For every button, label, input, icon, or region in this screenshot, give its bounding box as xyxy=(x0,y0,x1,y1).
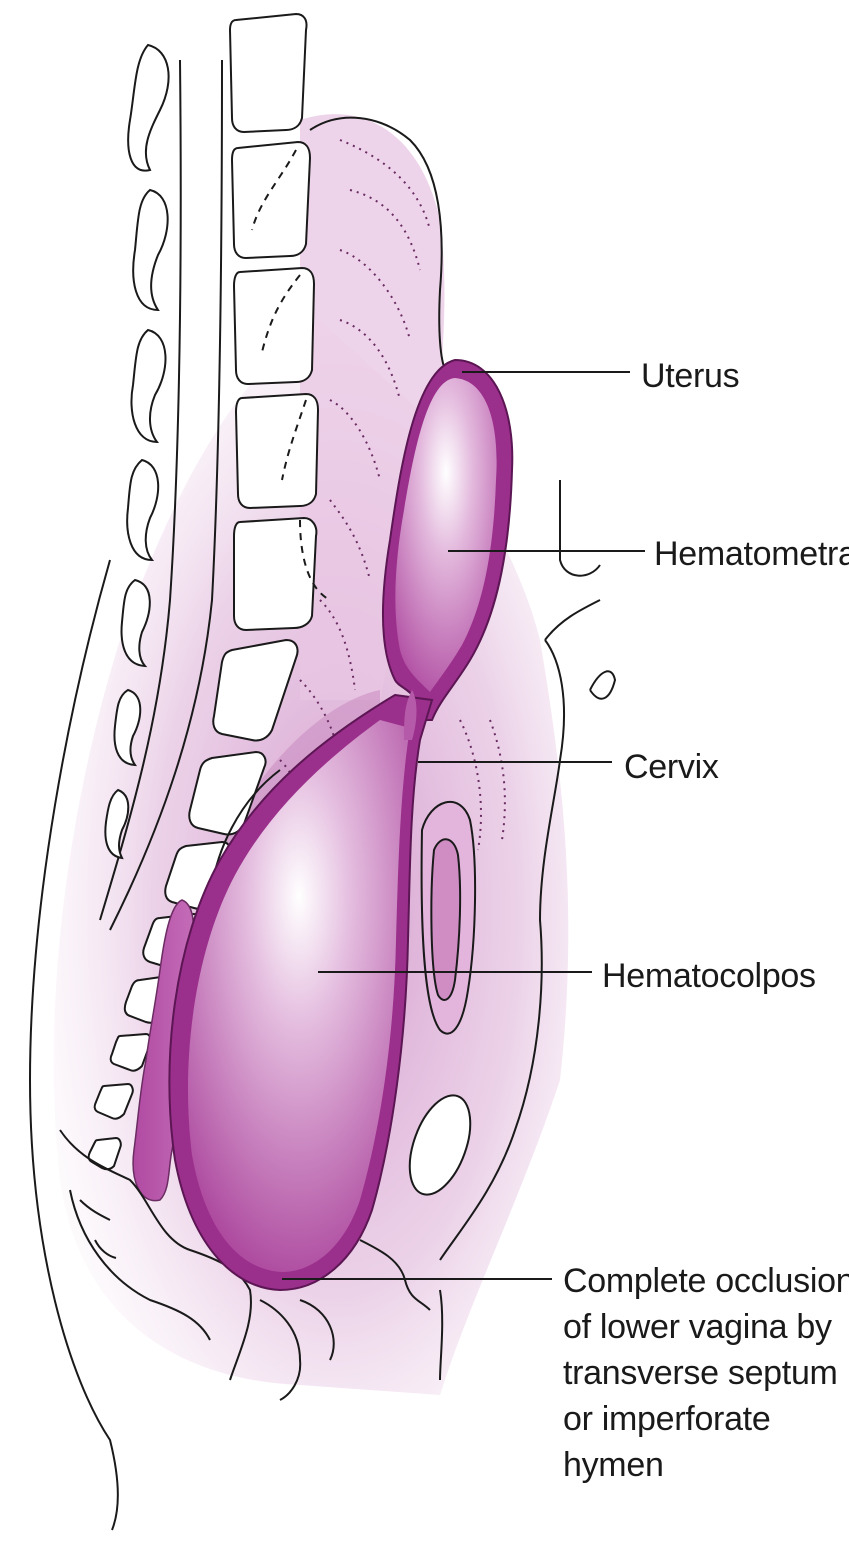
label-cervix: Cervix xyxy=(624,744,719,790)
label-hematometra: Hematometra xyxy=(654,531,849,577)
label-uterus-text: Uterus xyxy=(641,353,739,399)
label-occlusion-line-3: transverse septum xyxy=(563,1350,849,1396)
label-occlusion-line-4: or imperforate xyxy=(563,1396,849,1442)
label-occlusion: Complete occlusion of lower vagina by tr… xyxy=(563,1258,849,1488)
label-occlusion-line-1: Complete occlusion xyxy=(563,1258,849,1304)
label-occlusion-line-2: of lower vagina by xyxy=(563,1304,849,1350)
label-hematocolpos-text: Hematocolpos xyxy=(602,953,816,999)
label-hematocolpos: Hematocolpos xyxy=(602,953,816,999)
label-uterus: Uterus xyxy=(641,353,739,399)
label-cervix-text: Cervix xyxy=(624,744,719,790)
label-hematometra-text: Hematometra xyxy=(654,531,849,577)
label-occlusion-line-5: hymen xyxy=(563,1442,849,1488)
bladder-urethra xyxy=(422,802,476,1034)
